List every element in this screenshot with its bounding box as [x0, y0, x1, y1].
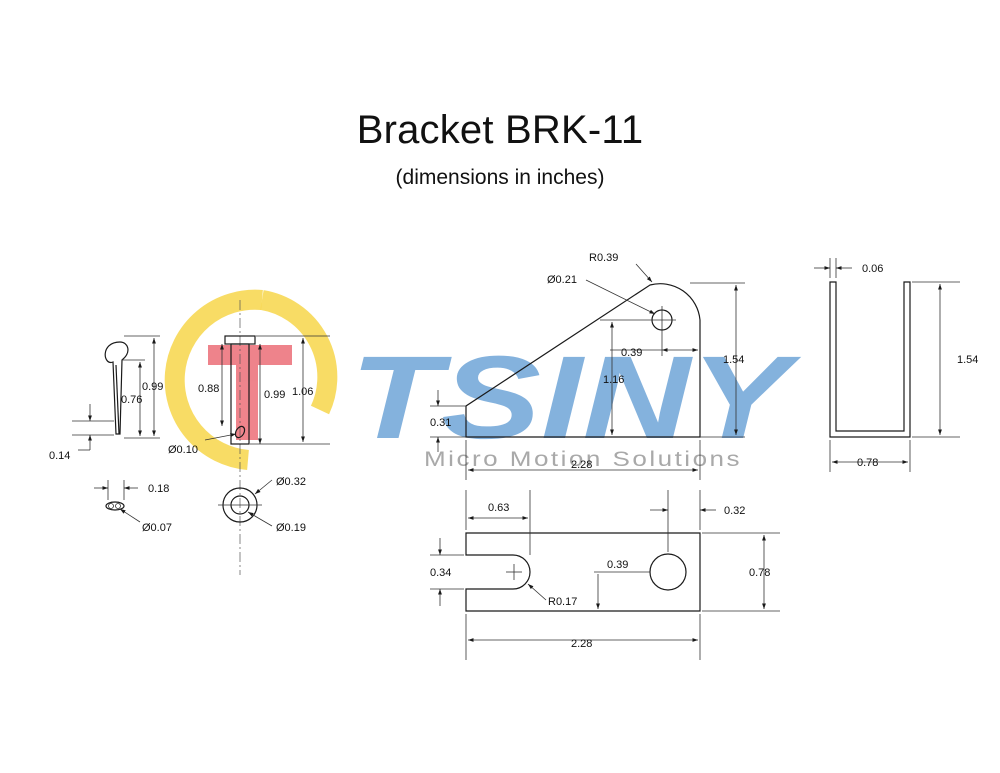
cotter-leg-label: 0.76: [121, 394, 142, 406]
bottom-hole-dia-label: 0.39: [607, 559, 628, 571]
logo-ring-left-arc: [164, 289, 263, 470]
bracket-end-view: 0.06 1.54 0.78: [814, 258, 978, 472]
cotter-width-label: 0.18: [148, 483, 169, 495]
logo-t-mark: [208, 345, 292, 440]
bottom-width-label: 0.78: [749, 567, 770, 579]
clevis-pin-view: 0.88 0.99 1.06 Ø0.10 Ø0.32 Ø0.19: [168, 300, 330, 575]
bottom-slot-width-label: 0.34: [430, 567, 451, 579]
bracket-side-view: R0.39 Ø0.21 0.39 1.54 1.16 0.31 2.28: [430, 252, 745, 480]
clevis-overall-label: 1.06: [292, 386, 313, 398]
side-length-label: 2.28: [571, 459, 592, 471]
clevis-pin-label: Ø0.19: [276, 522, 306, 534]
bottom-length-label: 2.28: [571, 638, 592, 650]
page-title: Bracket BRK-11: [356, 108, 644, 152]
side-base-height-label: 0.31: [430, 417, 451, 429]
cotter-height-label: 0.99: [142, 381, 163, 393]
watermark-logo: TSINY Micro Motion Solutions: [164, 289, 802, 471]
logo-ring-right-arc: [260, 290, 338, 415]
side-hole-dia-label: Ø0.21: [547, 274, 577, 286]
page-subtitle: (dimensions in inches): [395, 166, 605, 189]
end-thickness-label: 0.06: [862, 263, 883, 275]
end-height-label: 1.54: [957, 354, 978, 366]
cotter-eye-label: 0.14: [49, 450, 70, 462]
side-hole-height-label: 1.16: [603, 374, 624, 386]
bottom-edge-offset-label: 0.32: [724, 505, 745, 517]
side-hole-offset-label: 0.39: [621, 347, 642, 359]
side-height-label: 1.54: [723, 354, 744, 366]
clevis-head-label: Ø0.32: [276, 476, 306, 488]
side-radius-label: R0.39: [589, 252, 618, 264]
end-width-label: 0.78: [857, 457, 878, 469]
clevis-hole-label: Ø0.10: [168, 444, 198, 456]
bracket-bottom-view: 0.63 0.32 0.34 0.39 0.78 R0.17 2.28: [430, 490, 780, 660]
clevis-shank-label: 0.88: [198, 383, 219, 395]
watermark-tagline: Micro Motion Solutions: [424, 448, 742, 471]
watermark-brand: TSINY: [350, 332, 802, 464]
clevis-shank-total-label: 0.99: [264, 389, 285, 401]
cotter-wire-label: Ø0.07: [142, 522, 172, 534]
bottom-slot-radius-label: R0.17: [548, 596, 577, 608]
cotter-pin-view: 0.99 0.76 0.14 0.18 Ø0.07: [49, 335, 172, 534]
bottom-slot-depth-label: 0.63: [488, 502, 509, 514]
